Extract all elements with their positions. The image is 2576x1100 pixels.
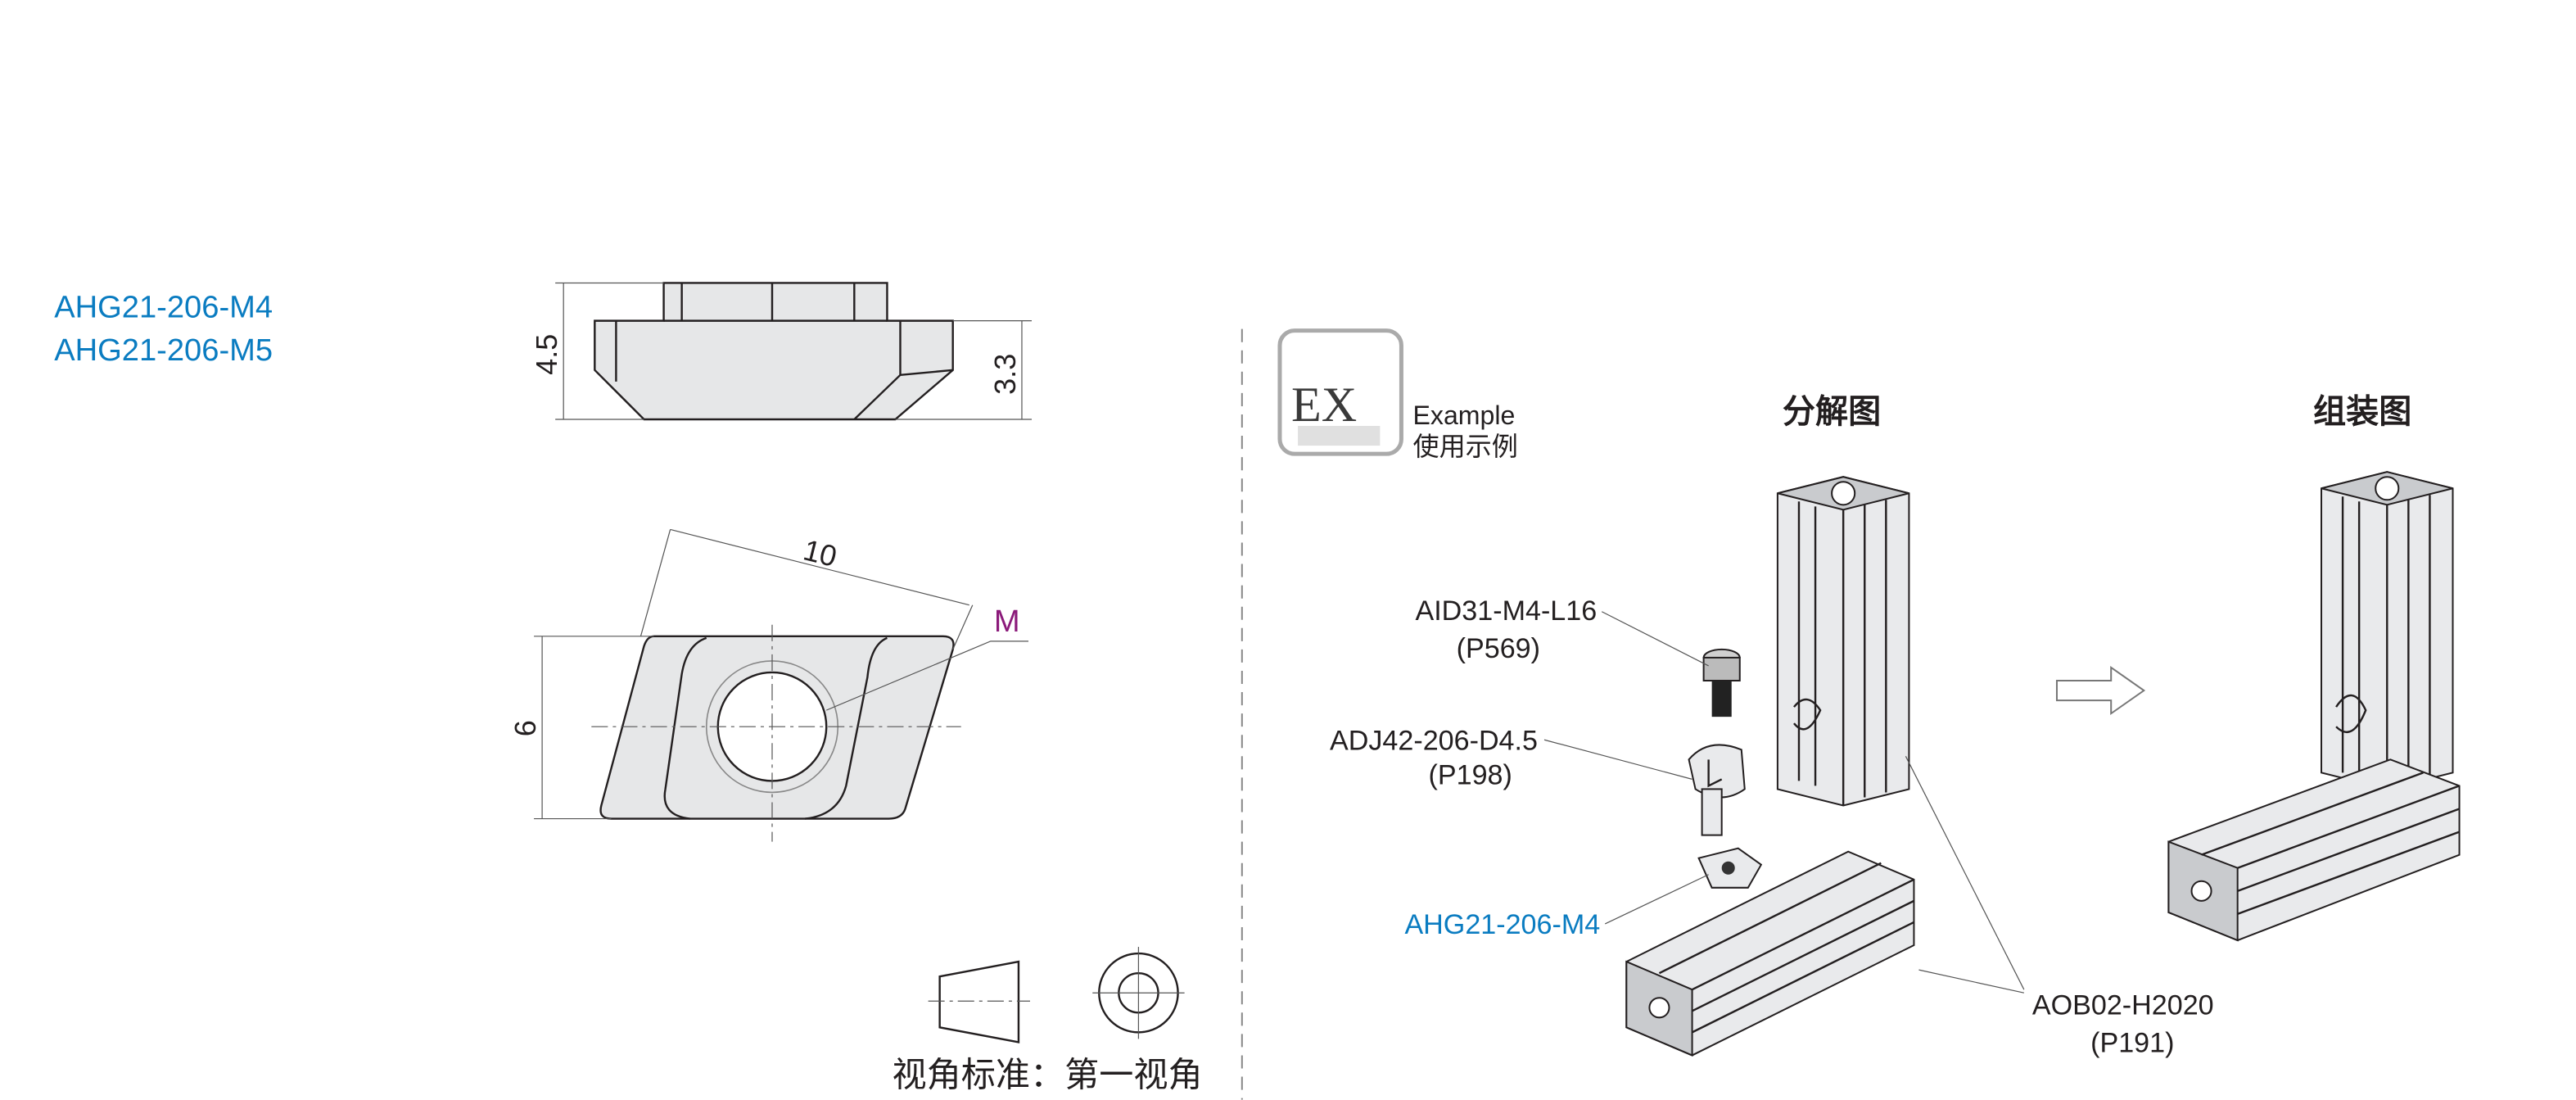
callout-adjuster-part: ADJ42-206-D4.5 bbox=[1330, 725, 1538, 756]
horizontal-profile-exploded bbox=[1625, 850, 1915, 1057]
callout-bolt-page: (P569) bbox=[1457, 633, 1540, 664]
callout-tnut-part: AHG21-206-M4 bbox=[1404, 909, 1600, 940]
dim-height-total: 4.5 bbox=[530, 334, 563, 375]
assembled-view-title: 组装图 bbox=[2313, 393, 2411, 430]
part-number-m4: AHG21-206-M4 bbox=[54, 290, 273, 325]
assembled-view bbox=[2167, 471, 2461, 942]
dim-height-body: 3.3 bbox=[988, 354, 1022, 395]
dim-width: 6 bbox=[508, 720, 542, 736]
exploded-view-title: 分解图 bbox=[1783, 393, 1881, 430]
example-badge: EX Example 使用示例 bbox=[1277, 328, 1518, 461]
callout-adjuster: ADJ42-206-D4.5 (P198) bbox=[1330, 725, 1692, 790]
top-view: 6 10 M bbox=[508, 528, 1028, 842]
callout-bolt-part: AID31-M4-L16 bbox=[1415, 595, 1597, 627]
callout-profile: AOB02-H2020 (P191) bbox=[1905, 756, 2214, 1058]
part-number-m5: AHG21-206-M5 bbox=[54, 333, 273, 368]
example-badge-text: EX bbox=[1291, 378, 1357, 432]
callout-adjuster-page: (P198) bbox=[1429, 759, 1512, 790]
projection-symbol: 视角标准：第一视角 bbox=[892, 947, 1203, 1094]
dim-length: 10 bbox=[800, 533, 840, 574]
t-nut-hole bbox=[1721, 861, 1735, 875]
example-label-cn: 使用示例 bbox=[1412, 432, 1517, 461]
callout-profile-page: (P191) bbox=[2090, 1027, 2174, 1058]
side-view: 4.5 3.3 bbox=[530, 282, 1033, 421]
anchor-adjuster bbox=[1688, 744, 1746, 836]
callout-profile-part: AOB02-H2020 bbox=[2032, 989, 2214, 1021]
vertical-profile-exploded bbox=[1776, 476, 1910, 807]
dim-thread: M bbox=[994, 604, 1020, 639]
callout-bolt: AID31-M4-L16 (P569) bbox=[1415, 595, 1709, 667]
projection-label: 视角标准：第一视角 bbox=[892, 1056, 1202, 1094]
callout-tnut: AHG21-206-M4 bbox=[1404, 874, 1709, 940]
bolt bbox=[1702, 648, 1741, 717]
assembly-arrow-icon bbox=[2055, 666, 2146, 716]
example-label-en: Example bbox=[1412, 401, 1515, 430]
